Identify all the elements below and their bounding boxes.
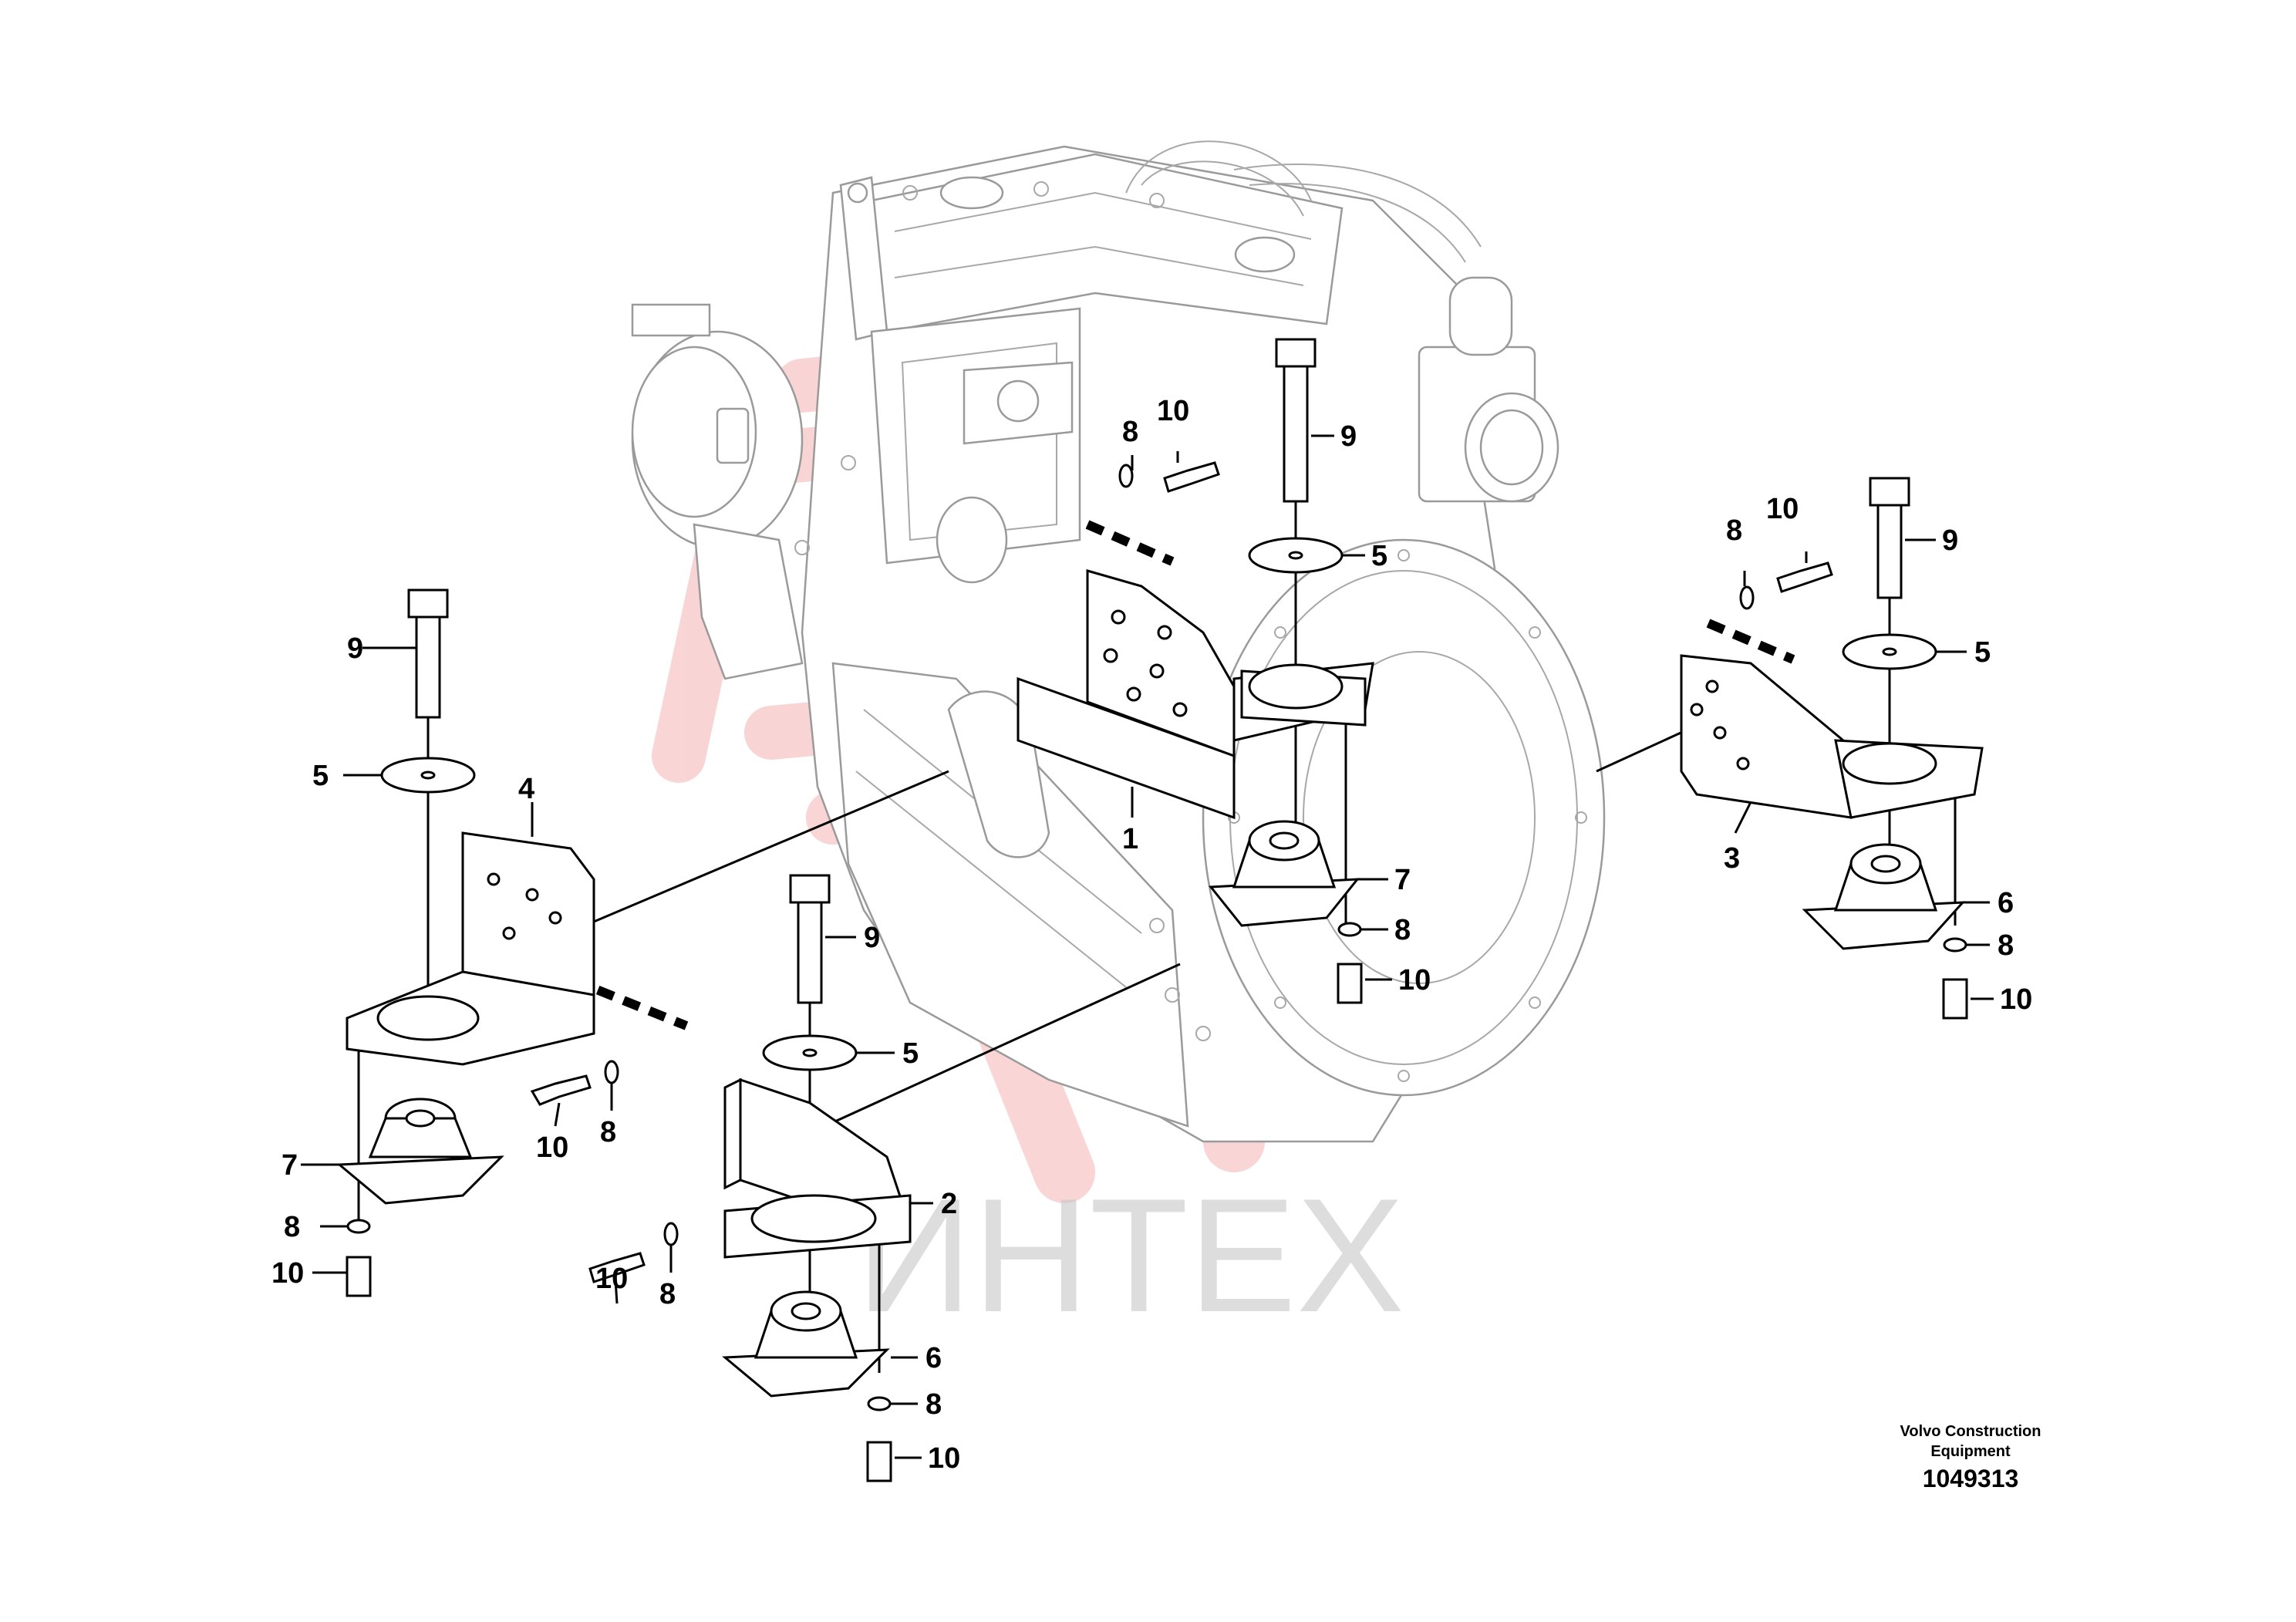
bracket-4 <box>346 831 595 1066</box>
callout-6-lower: 6 <box>925 1342 942 1374</box>
callout-5-left: 5 <box>312 760 329 792</box>
callout-8-lower: 8 <box>925 1388 942 1421</box>
rubber-mount-6-right <box>1802 843 1966 950</box>
caption-line-2: Equipment <box>1930 1443 2011 1460</box>
bracket-2 <box>723 1077 912 1259</box>
washers-5 <box>380 537 1937 1071</box>
drawing-caption: Volvo Construction Equipment 1049313 <box>1900 1423 2041 1492</box>
callout-10-top-right: 10 <box>1766 493 1799 525</box>
callout-5-right: 5 <box>1974 636 1991 669</box>
watermark-text: ИНТЕХ <box>856 1165 1404 1346</box>
callout-10-bracket4: 10 <box>536 1131 568 1164</box>
callout-8-top-right: 8 <box>1726 514 1742 547</box>
callout-8-top-center: 8 <box>1122 416 1138 448</box>
bracket-3 <box>1680 654 1984 819</box>
callout-5-center: 5 <box>1371 540 1387 572</box>
callout-7-center: 7 <box>1394 864 1411 896</box>
callout-8-right: 8 <box>1998 929 2014 962</box>
callout-leaders <box>301 434 1994 1459</box>
callout-9-lower: 9 <box>864 922 880 954</box>
callout-10-left: 10 <box>271 1257 304 1290</box>
callout-3: 3 <box>1724 842 1740 875</box>
callout-numbers: 1 2 3 4 5 5 5 5 6 6 7 7 8 8 8 8 8 8 8 9 … <box>271 395 2032 1475</box>
callout-10-center: 10 <box>1398 964 1431 996</box>
rubber-mount-6-lower <box>722 1290 890 1398</box>
callout-1: 1 <box>1122 823 1138 855</box>
callout-numbers-upper-right: 8 10 <box>1726 493 1799 547</box>
caption-line-1: Volvo Construction <box>1900 1423 2041 1440</box>
callout-5-lower: 5 <box>902 1037 919 1070</box>
small-bolts-10 <box>346 461 1968 1482</box>
callout-10-lower: 10 <box>928 1442 960 1475</box>
callout-10-bracket2: 10 <box>595 1263 628 1295</box>
callout-8-bracket4: 8 <box>600 1116 616 1148</box>
callout-9-center: 9 <box>1340 420 1357 453</box>
callout-6-right: 6 <box>1998 887 2014 919</box>
small-washers-8 <box>346 464 1967 1411</box>
bracket-1 <box>1017 569 1374 820</box>
rubber-mount-7-center <box>1209 820 1360 927</box>
callout-10-right: 10 <box>2000 983 2032 1016</box>
callout-9-right: 9 <box>1942 524 1958 557</box>
callout-8-left: 8 <box>284 1211 300 1243</box>
callout-2: 2 <box>941 1188 957 1220</box>
drawing-number: 1049313 <box>1923 1465 2019 1492</box>
bolts-9 <box>407 338 1910 1004</box>
callout-8-bracket2: 8 <box>659 1278 676 1310</box>
callout-9-left: 9 <box>347 632 363 665</box>
callout-4: 4 <box>518 773 534 805</box>
callout-8-center: 8 <box>1394 914 1411 946</box>
rubber-mount-7-left <box>336 1098 504 1205</box>
callout-10-top-center: 10 <box>1157 395 1189 427</box>
callout-7-left: 7 <box>282 1149 298 1182</box>
